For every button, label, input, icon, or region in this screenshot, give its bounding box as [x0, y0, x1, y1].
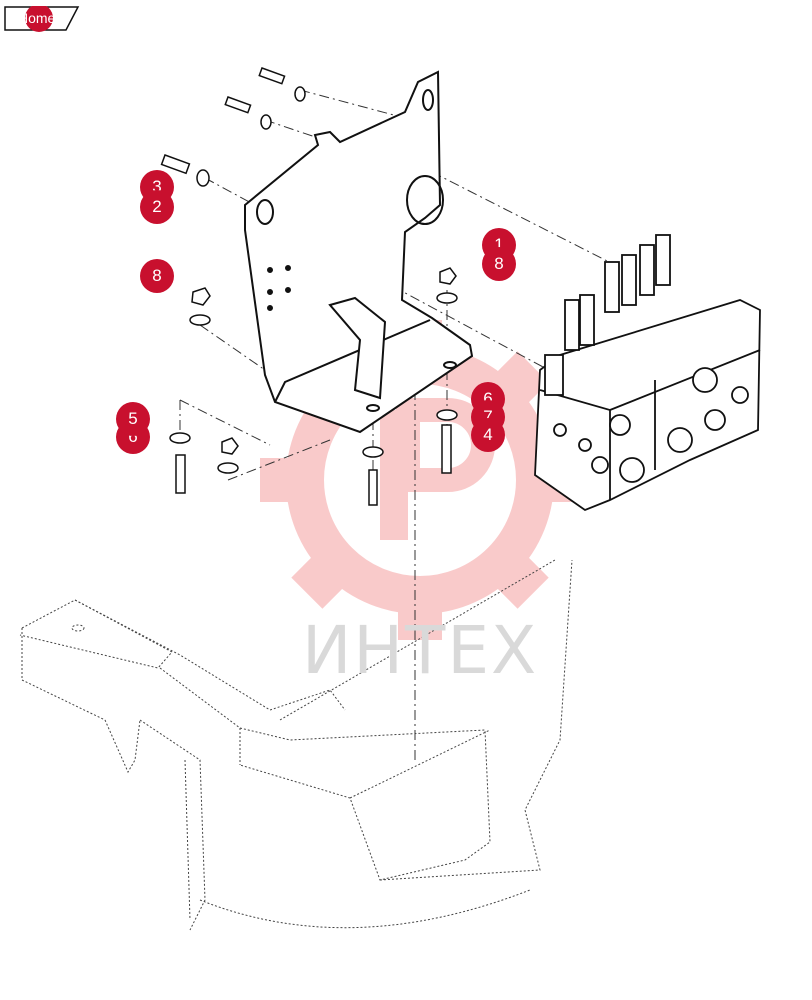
- mounting-bracket: [244, 70, 474, 434]
- home-label: Home: [18, 10, 56, 26]
- frame-outline: [19, 559, 573, 931]
- callout-8[interactable]: 8: [140, 259, 174, 293]
- callout-4[interactable]: 4: [471, 418, 505, 452]
- callout-5[interactable]: 5: [116, 402, 150, 436]
- watermark-text: ИНТЕХ: [302, 612, 539, 689]
- hardware-parts: [160, 67, 458, 506]
- callout-2[interactable]: 2: [140, 190, 174, 224]
- valve-block: [534, 234, 761, 512]
- home-button[interactable]: Home: [4, 6, 80, 32]
- callout-8[interactable]: 8: [482, 247, 516, 281]
